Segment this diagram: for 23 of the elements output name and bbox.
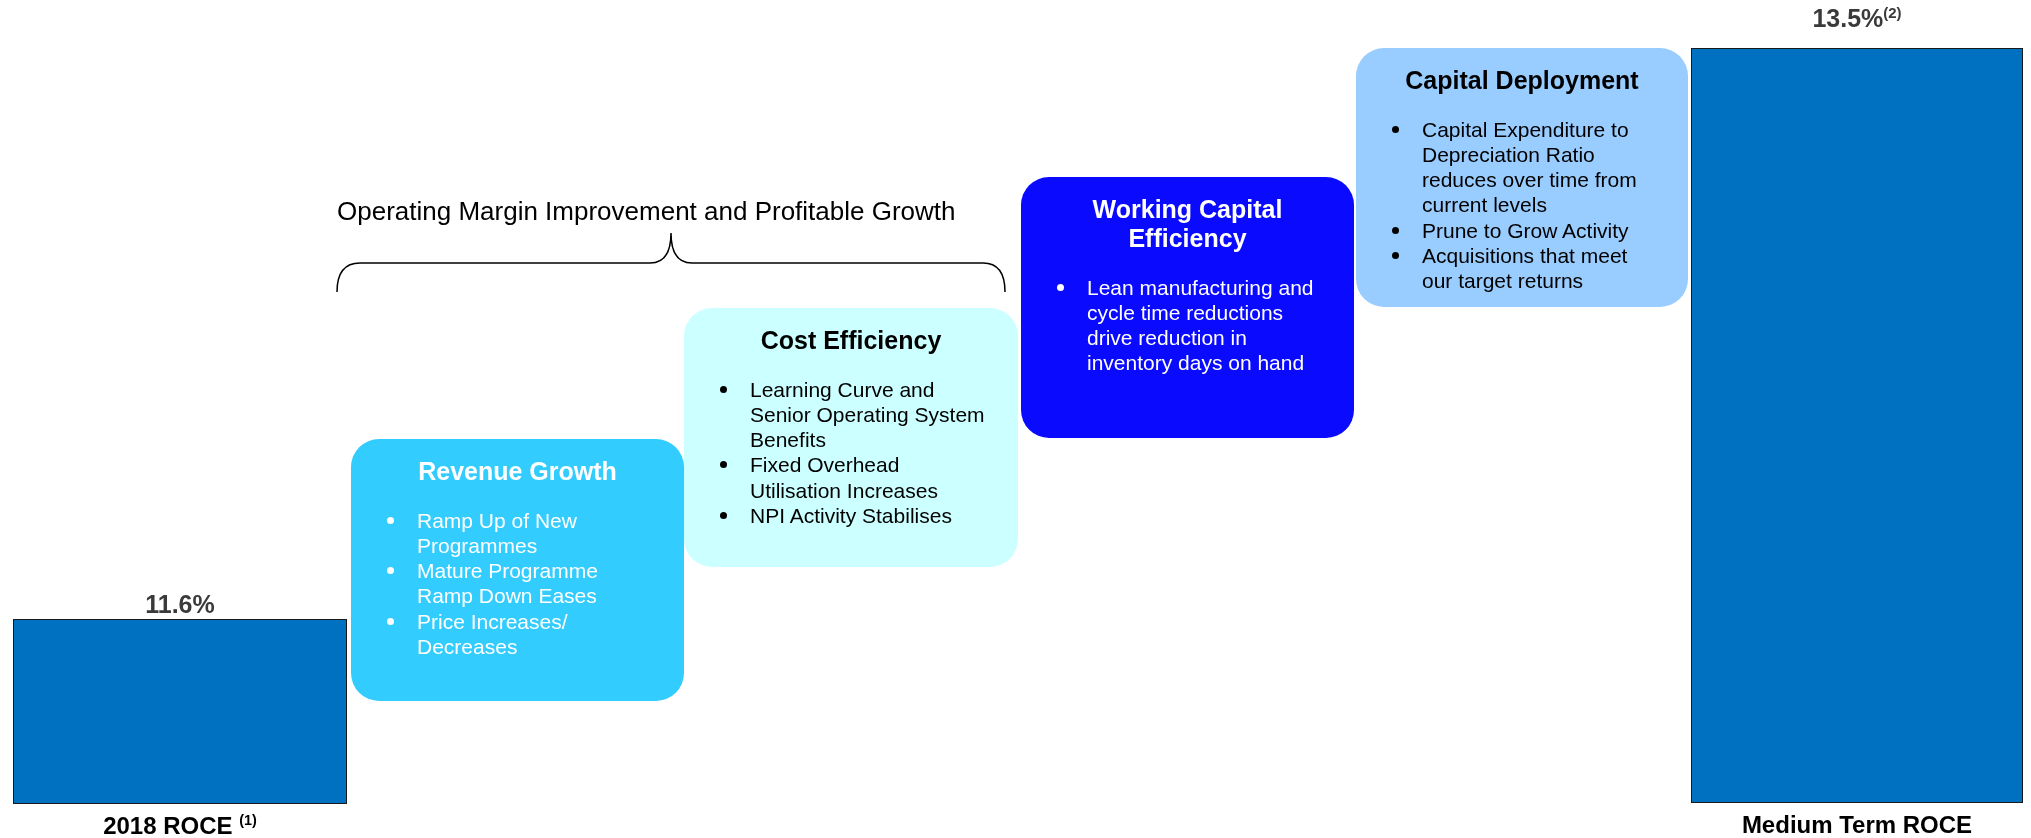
rounded-box: [1021, 177, 1354, 438]
bullet-item: Lean manufacturing and cycle time reductions drive reduction in inventory days on hand: [1087, 275, 1314, 375]
bullet-item: Price Increases/ Decreases: [417, 609, 568, 658]
bullet-item: Ramp Up of New Programmes: [417, 508, 577, 557]
bullet-item: NPI Activity Stabilises: [750, 503, 952, 527]
bullet-item: Capital Expenditure to Depreciation Ratio reduces over time from current levels: [1422, 117, 1637, 217]
value-label: 13.5%$^{(2)}$: [1811, 4, 1903, 34]
bullet-item: Mature Programme Ramp Down Eases: [417, 559, 598, 608]
bullet-item: Learning Curve and Senior Operating System Benefits: [750, 377, 985, 452]
box-heading: Working Capital Efficiency: [1091, 195, 1284, 253]
box-heading: Capital Deployment: [1404, 66, 1640, 95]
bullet-item: Prune to Grow Activity: [1422, 218, 1629, 242]
value-label: 11.6%: [144, 590, 216, 619]
category-label: 2018 ROCE $^{(1)}$: [102, 812, 258, 838]
bullet-item: Fixed Overhead Utilisation Increases: [750, 453, 938, 502]
bullet-item: Acquisitions that meet our target returns: [1422, 243, 1628, 292]
rounded-box: [684, 308, 1018, 567]
box-heading: Revenue Growth: [417, 457, 618, 486]
rounded-box: [351, 439, 684, 701]
rounded-box: [1356, 48, 1688, 307]
box-heading: Cost Efficiency: [759, 326, 943, 355]
group-label: Operating Margin Improvement and Profitable Growth: [337, 196, 956, 227]
category-label: Medium Term ROCE: [1740, 811, 1974, 838]
